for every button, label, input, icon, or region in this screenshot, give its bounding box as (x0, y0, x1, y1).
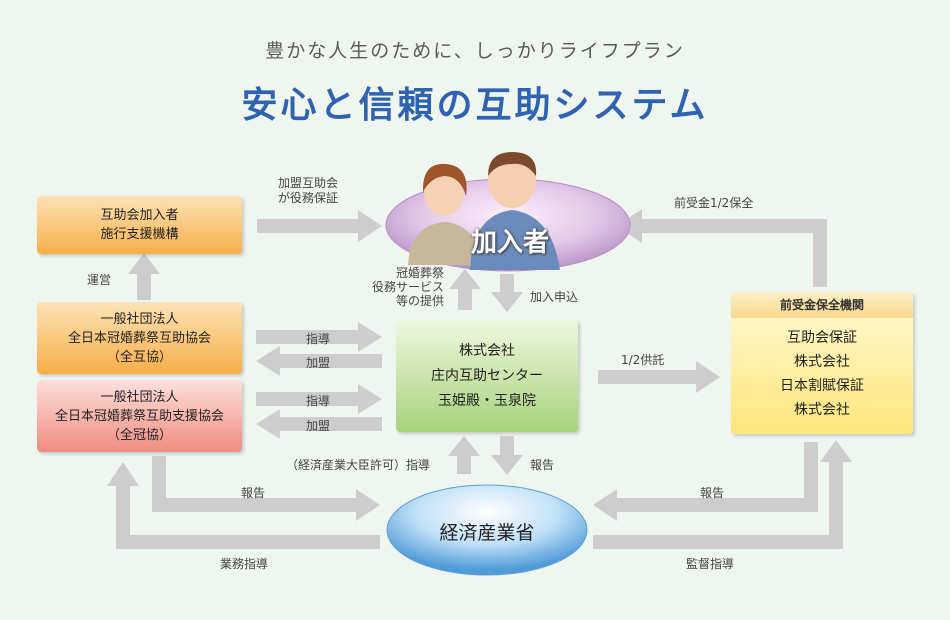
zengokyo-line-1: 一般社団法人 (100, 311, 179, 327)
arrow-shido2 (256, 384, 382, 414)
label-unei: 運営 (87, 273, 112, 287)
member-label: 加入者 (470, 228, 549, 258)
guarantee-line-1: 互助会保証 (787, 330, 857, 346)
support-org-line-2: 施行支援機構 (100, 227, 179, 242)
label-permit-guidance: （経済産業大臣許可）指導 (286, 458, 431, 472)
zenkankyo-line-1: 一般社団法人 (100, 389, 179, 405)
label-services-3: 等の提供 (395, 294, 444, 308)
label-business-guidance: 業務指導 (220, 557, 269, 571)
company-line-3: 玉姫殿・玉泉院 (438, 392, 536, 409)
arrow-kamei-guarantee (257, 210, 382, 242)
arrow-report-down (491, 436, 523, 475)
arrow-business-guidance (107, 462, 380, 549)
subtitle: 豊かな人生のために、しっかりライフプラン (265, 40, 685, 62)
arrow-shido1 (256, 322, 382, 352)
arrow-advance-guarantee (616, 209, 827, 287)
family-illustration (408, 152, 560, 270)
arrow-services (449, 269, 481, 310)
label-services-1: 冠婚葬祭 (395, 266, 444, 280)
zengokyo-line-2: 全日本冠婚葬祭互助協会 (67, 330, 211, 346)
ministry-ellipse (386, 484, 588, 576)
arrow-unei (128, 253, 160, 300)
arrow-deposit (598, 361, 720, 393)
label-report-right: 報告 (700, 486, 725, 500)
zenkankyo-line-2: 全日本冠婚葬祭互助支援協会 (54, 408, 224, 424)
label-kamei-guarantee-2: が役務保証 (277, 191, 338, 205)
zengokyo-box: 一般社団法人 全日本冠婚葬祭互助協会 （全互協） (37, 302, 242, 374)
company-line-1: 株式会社 (459, 342, 515, 359)
zenkankyo-line-3: （全冠協） (106, 427, 172, 443)
label-report-up: 報告 (530, 458, 555, 472)
company-line-2: 庄内互助センター (431, 367, 543, 384)
guarantee-org-box: 前受金保全機関 互助会保証 株式会社 日本割賦保証 株式会社 (731, 292, 913, 434)
support-org-line-1: 互助会加入者 (100, 208, 179, 223)
arrow-report-left (152, 456, 380, 521)
label-deposit: 1/2供託 (621, 353, 665, 367)
label-kamei-guarantee: 加盟互助会 が役務保証 (258, 176, 358, 206)
guarantee-line-2: 株式会社 (794, 354, 850, 370)
page-title: 安心と信頼の互助システム (241, 84, 709, 126)
label-services-2: 役務サービス (371, 280, 444, 294)
arrow-kamei2 (256, 409, 382, 439)
ministry-label: 経済産業省 (439, 522, 535, 544)
label-supervision: 監督指導 (686, 557, 735, 571)
guarantee-line-4: 株式会社 (794, 402, 850, 418)
label-services: 冠婚葬祭 役務サービス 等の提供 (352, 266, 444, 308)
label-shido-2: 指導 (306, 394, 331, 408)
company-box: 株式会社 庄内互助センター 玉姫殿・玉泉院 (396, 320, 578, 432)
label-shido-1: 指導 (306, 332, 331, 346)
label-join-apply: 加入申込 (530, 290, 579, 304)
guarantee-line-3: 日本割賦保証 (780, 378, 864, 394)
label-kamei-2: 加盟 (306, 419, 331, 433)
label-kamei-guarantee-1: 加盟互助会 (277, 176, 338, 190)
arrow-join-apply (491, 274, 523, 312)
label-kamei-1: 加盟 (306, 356, 331, 370)
arrow-report-right (593, 442, 818, 521)
zenkankyo-box: 一般社団法人 全日本冠婚葬祭互助支援協会 （全冠協） (37, 380, 242, 452)
arrow-kamei1 (256, 346, 382, 376)
guarantee-org-header: 前受金保全機関 (731, 292, 913, 318)
label-advance-guarantee: 前受金1/2保全 (674, 196, 754, 210)
label-report-left: 報告 (241, 486, 266, 500)
arrow-permit-guidance (448, 436, 480, 474)
arrow-supervision (593, 440, 852, 549)
zengokyo-line-3: （全互協） (106, 349, 172, 365)
support-org-box: 互助会加入者 施行支援機構 (37, 196, 242, 254)
